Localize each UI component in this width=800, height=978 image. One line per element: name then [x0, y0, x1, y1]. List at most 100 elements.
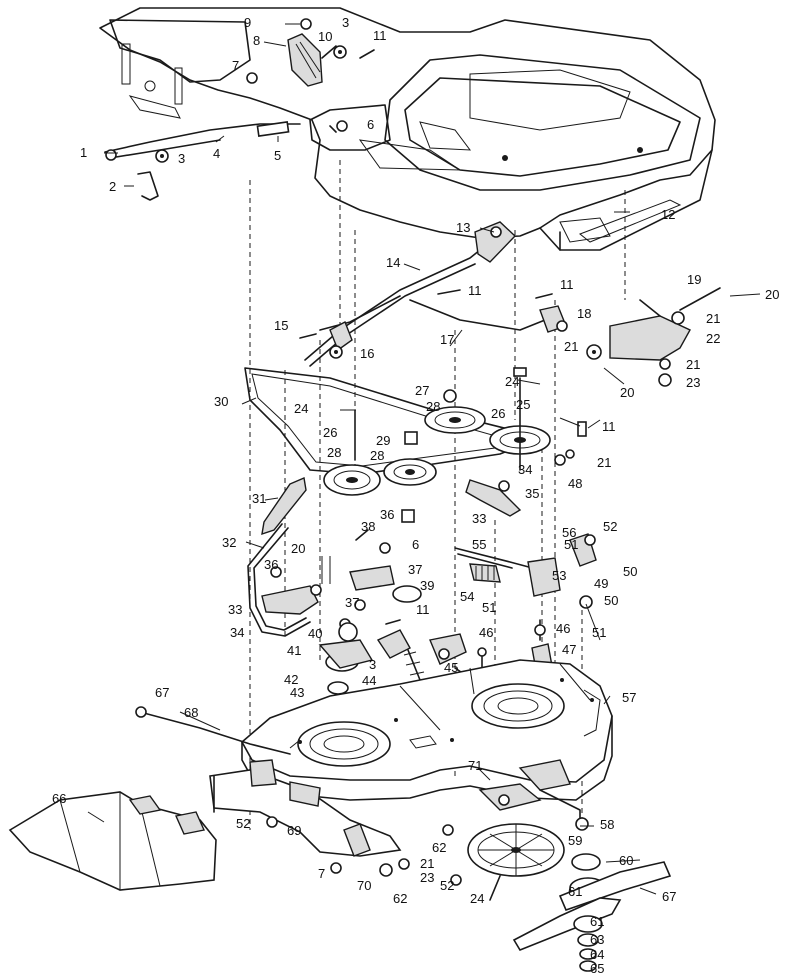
callout-label: 44	[362, 673, 376, 688]
callout-label: 59	[568, 833, 582, 848]
callout-label: 46	[479, 625, 493, 640]
callout-label: 67	[662, 889, 676, 904]
callout-label: 46	[556, 621, 570, 636]
callout-label: 14	[386, 255, 400, 270]
callout-label: 29	[376, 433, 390, 448]
callout-label: 55	[472, 537, 486, 552]
callout-label: 51	[592, 625, 606, 640]
callout-label: 56	[562, 525, 576, 540]
callout-label: 11	[468, 283, 482, 298]
frame-assembly	[99, 7, 716, 251]
callout-label: 31	[252, 491, 266, 506]
callout-label: 66	[52, 791, 66, 806]
callout-label: 62	[393, 891, 407, 906]
callout-label: 36	[380, 507, 394, 522]
callout-label: 20	[620, 385, 634, 400]
callout-label: 37	[345, 595, 359, 610]
callout-label: 34	[230, 625, 244, 640]
callout-label: 52	[236, 816, 250, 831]
part-number-callouts: 9 3 8 10 11 7 6 1 3 4 5 2 12 13 14 11 11…	[52, 15, 779, 976]
callout-label: 8	[253, 33, 260, 48]
callout-label: 18	[577, 306, 591, 321]
callout-label: 33	[472, 511, 486, 526]
callout-label: 7	[318, 866, 325, 881]
callout-label: 71	[468, 758, 482, 773]
callout-label: 21	[420, 856, 434, 871]
callout-label: 11	[416, 602, 430, 617]
callout-label: 33	[228, 602, 242, 617]
callout-label: 52	[603, 519, 617, 534]
callout-label: 5	[274, 148, 281, 163]
callout-label: 11	[373, 28, 387, 43]
callout-label: 58	[600, 817, 614, 832]
callout-label: 11	[560, 277, 574, 292]
leader-lines	[87, 23, 657, 895]
callout-label: 64	[590, 947, 604, 962]
callout-label: 12	[661, 207, 675, 222]
callout-label: 36	[264, 557, 278, 572]
callout-label: 24	[505, 374, 519, 389]
callout-label: 19	[687, 272, 701, 287]
callout-label: 2	[109, 179, 116, 194]
callout-label: 61	[568, 884, 582, 899]
callout-label: 52	[440, 878, 454, 893]
callout-label: 1	[80, 145, 87, 160]
callout-label: 49	[594, 576, 608, 591]
blade-assembly	[450, 794, 672, 972]
callout-label: 53	[552, 568, 566, 583]
callout-label: 30	[214, 394, 228, 409]
callout-label: 9	[244, 15, 251, 30]
callout-label: 62	[432, 840, 446, 855]
callout-label: 48	[568, 476, 582, 491]
callout-label: 47	[562, 642, 576, 657]
callout-label: 10	[318, 29, 332, 44]
callout-label: 51	[564, 537, 578, 552]
callout-label: 70	[357, 878, 371, 893]
callout-label: 41	[287, 643, 301, 658]
callout-label: 43	[290, 685, 304, 700]
callout-label: 61	[590, 914, 604, 929]
callout-label: 60	[619, 853, 633, 868]
callout-label: 20	[765, 287, 779, 302]
callout-label: 20	[291, 541, 305, 556]
discharge-chute	[8, 791, 217, 891]
callout-label: 26	[491, 406, 505, 421]
callout-label: 32	[222, 535, 236, 550]
right-bracket	[586, 287, 761, 387]
callout-label: 34	[518, 462, 532, 477]
callout-label: 11	[602, 419, 616, 434]
callout-label: 21	[564, 339, 578, 354]
callout-label: 4	[213, 146, 220, 161]
callout-label: 28	[370, 448, 384, 463]
callout-label: 26	[323, 425, 337, 440]
callout-label: 37	[408, 562, 422, 577]
callout-label: 21	[597, 455, 611, 470]
callout-label: 57	[622, 690, 636, 705]
mower-deck	[240, 659, 613, 801]
callout-label: 15	[274, 318, 288, 333]
callout-label: 40	[308, 626, 322, 641]
callout-label: 23	[420, 870, 434, 885]
callout-label: 68	[184, 705, 198, 720]
callout-label: 69	[287, 823, 301, 838]
callout-label: 3	[178, 151, 185, 166]
callout-label: 21	[706, 311, 720, 326]
callout-label: 16	[360, 346, 374, 361]
callout-label: 23	[686, 375, 700, 390]
callout-label: 6	[412, 537, 419, 552]
callout-label: 13	[456, 220, 470, 235]
linkage-rods	[299, 221, 568, 367]
drive-belt	[244, 367, 531, 475]
idler-assembly	[247, 449, 597, 711]
pulleys	[323, 367, 587, 695]
callout-label: 21	[686, 357, 700, 372]
callout-label: 24	[294, 401, 308, 416]
callout-label: 17	[440, 332, 454, 347]
callout-label: 27	[415, 383, 429, 398]
callout-label: 35	[525, 486, 539, 501]
callout-label: 42	[284, 672, 298, 687]
callout-label: 50	[623, 564, 637, 579]
callout-label: 45	[444, 660, 458, 675]
callout-label: 63	[590, 932, 604, 947]
